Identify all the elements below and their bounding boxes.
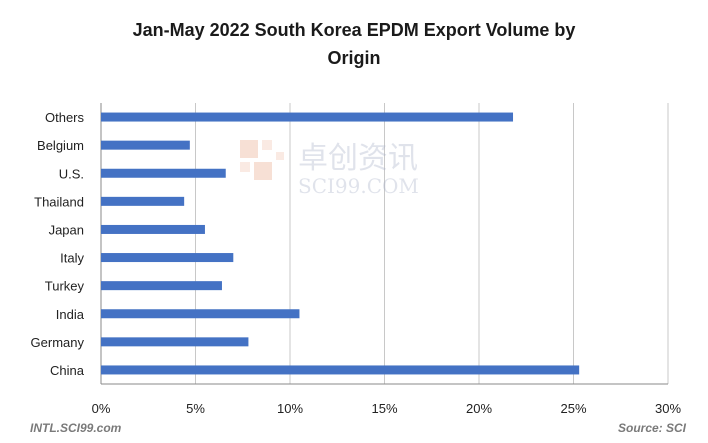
bar-india: [101, 309, 300, 319]
x-tick-label: 15%: [371, 401, 397, 416]
bar-china: [101, 365, 580, 375]
x-tick-label: 30%: [655, 401, 681, 416]
grid-lines: [100, 103, 669, 385]
y-category-label: Italy: [60, 251, 84, 266]
y-category-label: Turkey: [45, 279, 85, 294]
bars: [101, 112, 580, 375]
x-tick-label: 10%: [277, 401, 303, 416]
chart-title: Jan-May 2022 South Korea EPDM Export Vol…: [0, 16, 708, 72]
x-tick-label: 20%: [466, 401, 492, 416]
bar-others: [101, 112, 514, 122]
bar-thailand: [101, 196, 185, 206]
x-tick-label: 0%: [92, 401, 111, 416]
y-category-label: India: [56, 307, 85, 322]
chart-title-line1: Jan-May 2022 South Korea EPDM Export Vol…: [132, 20, 576, 40]
bar-germany: [101, 337, 249, 347]
bar-belgium: [101, 140, 190, 150]
bar-turkey: [101, 281, 222, 291]
y-category-label: Japan: [49, 222, 84, 237]
y-category-label: U.S.: [59, 166, 84, 181]
y-category-label: Others: [45, 110, 85, 125]
y-category-label: Germany: [31, 335, 85, 350]
x-tick-label: 5%: [186, 401, 205, 416]
x-axis-labels: 0% 5% 10% 15% 20% 25% 30%: [92, 401, 682, 416]
bar-u-s: [101, 168, 226, 178]
x-tick-label: 25%: [560, 401, 586, 416]
watermark-logo: [240, 140, 284, 180]
y-category-label: Thailand: [34, 194, 84, 209]
watermark: 卓创资讯 SCI99.COM: [240, 140, 419, 198]
y-category-label: Belgium: [37, 138, 84, 153]
watermark-en: SCI99.COM: [298, 174, 419, 198]
bar-japan: [101, 224, 205, 234]
chart-title-line2: Origin: [327, 48, 381, 68]
y-category-label: China: [50, 363, 85, 378]
footer-source: Source: SCI: [617, 421, 686, 435]
bar-italy: [101, 253, 234, 263]
watermark-cn: 卓创资讯: [298, 141, 418, 176]
footer-site: INTL.SCI99.com: [30, 421, 122, 435]
